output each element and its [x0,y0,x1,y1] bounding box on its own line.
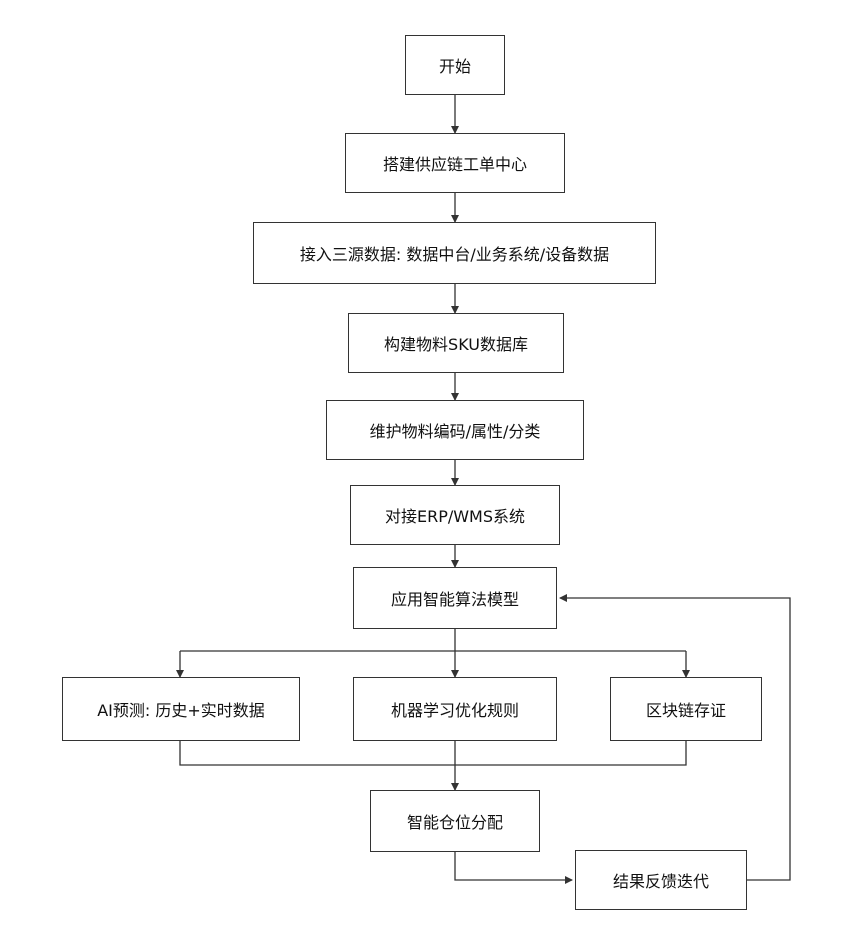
node-blockchain-label: 区块链存证 [646,697,726,721]
node-erp-wms: 对接ERP/WMS系统 [350,485,560,545]
node-erp-wms-label: 对接ERP/WMS系统 [385,503,525,527]
node-feedback-label: 结果反馈迭代 [613,868,709,892]
node-allocation-label: 智能仓位分配 [407,809,503,833]
node-sku-db: 构建物料SKU数据库 [348,313,564,373]
node-allocation: 智能仓位分配 [370,790,540,852]
node-maintain: 维护物料编码/属性/分类 [326,400,584,460]
node-workorder-center-label: 搭建供应链工单中心 [383,151,527,175]
node-ai-predict-label: AI预测: 历史+实时数据 [97,697,265,721]
node-ml-rules-label: 机器学习优化规则 [391,697,519,721]
node-algorithm: 应用智能算法模型 [353,567,557,629]
node-three-sources-label: 接入三源数据: 数据中台/业务系统/设备数据 [300,241,609,265]
node-start: 开始 [405,35,505,95]
node-ml-rules: 机器学习优化规则 [353,677,557,741]
node-ai-predict: AI预测: 历史+实时数据 [62,677,300,741]
node-three-sources: 接入三源数据: 数据中台/业务系统/设备数据 [253,222,656,284]
edge-merge [180,741,686,765]
node-start-label: 开始 [439,53,471,77]
node-algorithm-label: 应用智能算法模型 [391,586,519,610]
edge-allocation-to-feedback [455,852,572,880]
node-workorder-center: 搭建供应链工单中心 [345,133,565,193]
node-feedback: 结果反馈迭代 [575,850,747,910]
node-sku-db-label: 构建物料SKU数据库 [384,331,528,355]
node-blockchain: 区块链存证 [610,677,762,741]
node-maintain-label: 维护物料编码/属性/分类 [370,418,541,442]
